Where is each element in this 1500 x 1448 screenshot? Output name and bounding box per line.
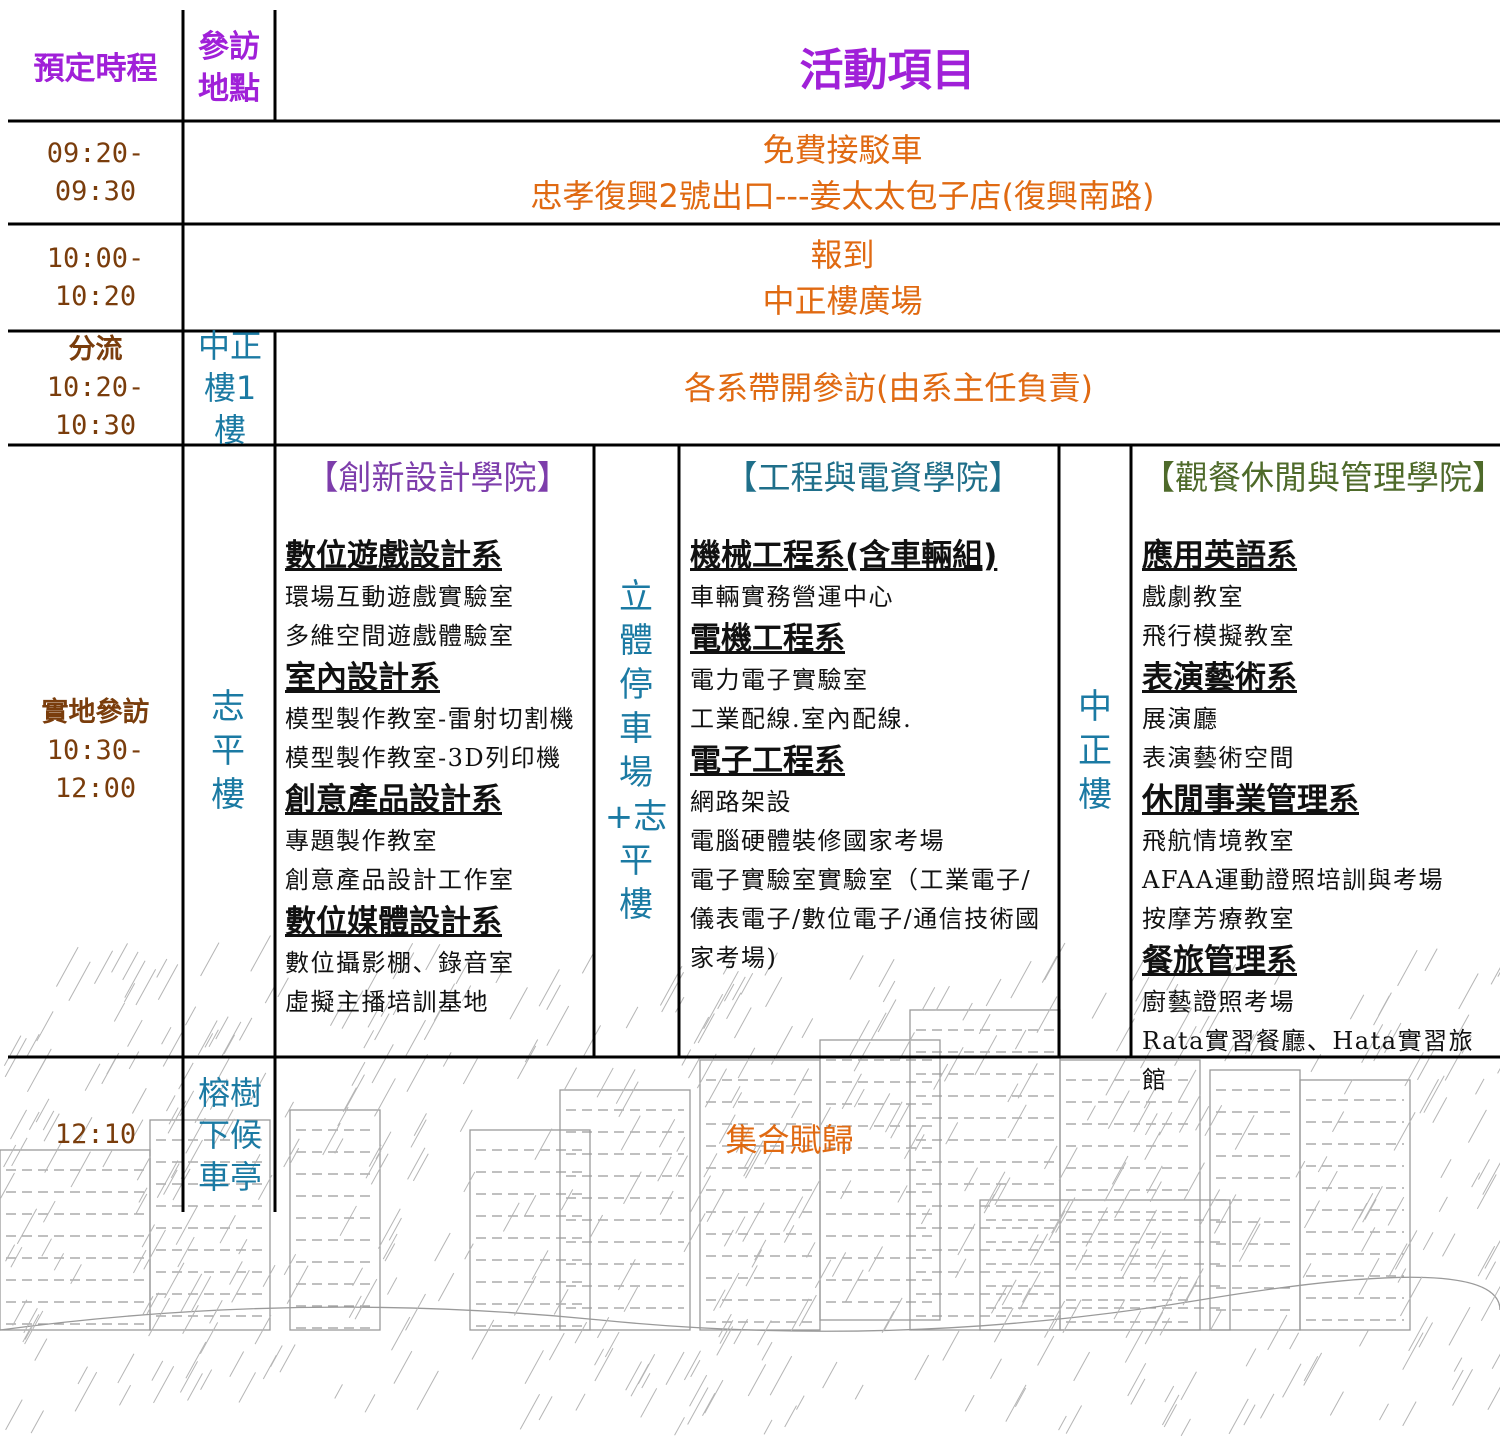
- facility-item: 表演藝術空間: [1142, 744, 1295, 772]
- shuttle-activity: 免費接駁車 忠孝復興2號出口---姜太太包子店(復興南路): [185, 125, 1500, 220]
- college-title: 【創新設計學院】: [305, 458, 570, 497]
- college-column-hospitality: 【觀餐休閒與管理學院】應用英語系戲劇教室飛行模擬教室表演藝術系展演廳表演藝術空間…: [1142, 450, 1500, 1094]
- facility-item: 電力電子實驗室: [690, 666, 869, 694]
- split-location: 中正樓1樓: [185, 327, 275, 449]
- end-activity-text: 集合賦歸: [725, 1120, 854, 1159]
- end-activity: 集合賦歸: [277, 1057, 1302, 1222]
- department-name: 餐旅管理系: [1142, 943, 1297, 979]
- department-name: 創意產品設計系: [285, 782, 502, 818]
- facility-item: 戲劇教室: [1142, 583, 1244, 611]
- checkin-place: 中正樓廣場: [762, 282, 923, 320]
- facility-item: 模型製作教室-雷射切割機: [285, 705, 576, 733]
- visit-label: 實地參訪: [41, 697, 150, 728]
- visit-time: 實地參訪 10:30-12:00: [8, 445, 183, 1057]
- facility-item: 按摩芳療教室: [1142, 905, 1295, 933]
- department-list: 應用英語系戲劇教室飛行模擬教室表演藝術系展演廳表演藝術空間休閒事業管理系飛航情境…: [1142, 534, 1498, 1100]
- facility-item: 網路架設: [690, 788, 792, 816]
- department-name: 應用英語系: [1142, 538, 1297, 574]
- end-time: 12:10: [8, 1057, 183, 1212]
- building-parking-zhiping-text: 立體停車場+志平樓: [604, 577, 668, 925]
- facility-item: 廚藝證照考場: [1142, 988, 1295, 1016]
- split-time: 分流 10:20-10:30: [8, 331, 183, 445]
- facility-item: 數位攝影棚、錄音室: [285, 949, 515, 977]
- facility-item: 創意產品設計工作室: [285, 866, 515, 894]
- building-zhongzheng: 中正樓: [1075, 445, 1115, 1057]
- facility-item: Rata實習餐廳、Hata實習旅館: [1142, 1027, 1475, 1094]
- college-title: 【觀餐休閒與管理學院】: [1142, 458, 1500, 497]
- college-column-design: 【創新設計學院】數位遊戲設計系環場互動遊戲實驗室多維空間遊戲體驗室室內設計系模型…: [285, 450, 590, 1055]
- college-title: 【工程與電資學院】: [724, 458, 1022, 497]
- facility-item: 家考場): [690, 944, 778, 972]
- facility-item: 環場互動遊戲實驗室: [285, 583, 515, 611]
- header-activity: 活動項目: [275, 10, 1500, 121]
- department-name: 電機工程系: [690, 621, 845, 657]
- department-name: 數位遊戲設計系: [285, 538, 502, 574]
- facility-item: 虛擬主播培訓基地: [285, 988, 489, 1016]
- shuttle-title: 免費接駁車: [762, 130, 923, 169]
- facility-item: 車輛實務營運中心: [690, 583, 894, 611]
- college-column-engineering: 【工程與電資學院】機械工程系(含車輛組) 車輛實務營運中心電機工程系電力電子實驗室…: [690, 450, 1056, 1055]
- department-name: 休閒事業管理系: [1142, 782, 1359, 818]
- header-location: 參訪地點: [190, 20, 268, 115]
- split-activity-text: 各系帶開參訪(由系主任負責): [684, 369, 1093, 407]
- facility-item: 儀表電子/數位電子/通信技術國: [690, 905, 1041, 933]
- checkin-activity: 報到 中正樓廣場: [185, 228, 1500, 328]
- facility-item: 專題製作教室: [285, 827, 438, 855]
- building-zhiping-text: 志平樓: [211, 687, 245, 815]
- split-label: 分流: [68, 334, 123, 365]
- end-time-text: 12:10: [54, 1118, 137, 1150]
- facility-item: 工業配線.室內配線.: [690, 705, 913, 733]
- facility-item: 電子實驗室實驗室（工業電子/: [690, 866, 1032, 894]
- split-time-text: 10:20-10:30: [46, 372, 145, 441]
- department-name: 室內設計系: [285, 660, 440, 696]
- shuttle-time-text: 09:20-09:30: [46, 137, 145, 207]
- facility-item: 展演廳: [1142, 705, 1219, 733]
- building-parking-zhiping: 立體停車場+志平樓: [605, 445, 668, 1057]
- department-list: 機械工程系(含車輛組) 車輛實務營運中心電機工程系電力電子實驗室工業配線.室內配線…: [690, 534, 1056, 978]
- checkin-time: 10:00-10:20: [8, 224, 183, 331]
- header-schedule: 預定時程: [8, 10, 183, 121]
- building-zhiping: 志平樓: [208, 445, 248, 1057]
- facility-item: 飛航情境教室: [1142, 827, 1295, 855]
- department-name: 表演藝術系: [1142, 660, 1297, 696]
- facility-item: 模型製作教室-3D列印機: [285, 744, 562, 772]
- header-location-label: 參訪地點: [198, 28, 260, 107]
- end-location: 榕樹下候車亭: [185, 1062, 275, 1207]
- checkin-title: 報到: [810, 236, 875, 274]
- facility-item: 電腦硬體裝修國家考場: [690, 827, 945, 855]
- split-activity: 各系帶開參訪(由系主任負責): [277, 331, 1500, 445]
- checkin-time-text: 10:00-10:20: [46, 242, 145, 312]
- building-zhongzheng-text: 中正樓: [1078, 687, 1112, 815]
- department-name: 電子工程系: [690, 743, 845, 779]
- header-schedule-label: 預定時程: [33, 51, 158, 87]
- department-name: 數位媒體設計系: [285, 904, 502, 940]
- department-list: 數位遊戲設計系環場互動遊戲實驗室多維空間遊戲體驗室室內設計系模型製作教室-雷射切…: [285, 534, 590, 1022]
- department-name: 機械工程系(含車輛組): [690, 538, 998, 574]
- visit-time-text: 10:30-12:00: [46, 735, 145, 804]
- facility-item: AFAA運動證照培訓與考場: [1142, 866, 1445, 894]
- end-location-text: 榕樹下候車亭: [197, 1073, 262, 1196]
- shuttle-route: 忠孝復興2號出口---姜太太包子店(復興南路): [530, 176, 1155, 215]
- shuttle-time: 09:20-09:30: [8, 121, 183, 224]
- facility-item: 飛行模擬教室: [1142, 622, 1295, 650]
- split-location-text: 中正樓1樓: [197, 327, 262, 449]
- header-activity-label: 活動項目: [799, 44, 976, 96]
- facility-item: 多維空間遊戲體驗室: [285, 622, 515, 650]
